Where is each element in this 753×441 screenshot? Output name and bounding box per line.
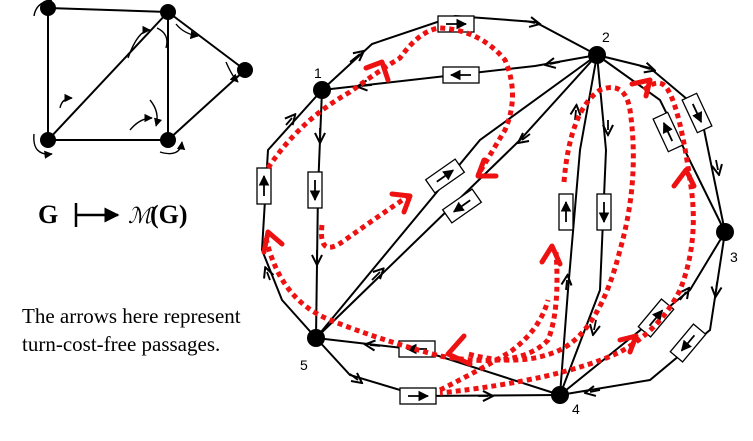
turn-arrow bbox=[129, 113, 153, 131]
arc-edge bbox=[559, 231, 726, 396]
passage-box bbox=[307, 171, 323, 209]
turn-arrow bbox=[149, 99, 163, 127]
red-arrowhead bbox=[389, 191, 413, 215]
passage-box bbox=[681, 92, 713, 134]
g-vertex bbox=[160, 4, 176, 20]
passage-box bbox=[437, 15, 475, 33]
red-arrowhead bbox=[617, 333, 639, 355]
red-arrowhead bbox=[445, 333, 473, 367]
vertex-5 bbox=[307, 329, 325, 347]
map-script-m: ℳ bbox=[128, 204, 155, 229]
graph-g-label: G bbox=[38, 200, 58, 229]
vertex-label-1: 1 bbox=[314, 65, 322, 81]
caption-line-2: turn-cost-free passages. bbox=[22, 332, 220, 356]
passage-box bbox=[256, 167, 272, 205]
red-arrowhead bbox=[261, 229, 285, 255]
arc-edge bbox=[596, 54, 726, 233]
turn-arrow bbox=[175, 23, 199, 40]
vertex-label-5: 5 bbox=[300, 357, 308, 373]
vertex-label-4: 4 bbox=[572, 401, 580, 417]
arc-edge bbox=[559, 231, 726, 396]
g-edge bbox=[167, 11, 246, 71]
arc-edge bbox=[315, 89, 323, 339]
g-vertex bbox=[40, 132, 56, 148]
arc-edge bbox=[315, 337, 561, 398]
mapping-label: G ℳ (G) bbox=[38, 200, 188, 229]
vertex-2 bbox=[588, 46, 606, 64]
g-vertex bbox=[40, 0, 56, 16]
g-vertex bbox=[237, 62, 253, 78]
small-graph-g bbox=[33, 0, 253, 159]
red-passage-path bbox=[439, 80, 696, 396]
arc-edge bbox=[315, 54, 598, 339]
caption-line-1: The arrows here represent bbox=[22, 304, 241, 328]
turn-arrow bbox=[156, 27, 168, 49]
red-arrowhead bbox=[363, 59, 391, 83]
red-passage-path bbox=[263, 237, 560, 363]
passage-box bbox=[399, 387, 437, 405]
turn-arrow bbox=[59, 93, 73, 109]
red-arrowhead bbox=[475, 157, 499, 179]
medial-graph-edges bbox=[260, 14, 726, 398]
red-arrowhead bbox=[671, 167, 697, 189]
g-edge bbox=[47, 11, 169, 141]
arc-edge bbox=[321, 54, 598, 91]
vertex-label-3: 3 bbox=[730, 249, 738, 265]
red-passage-path bbox=[467, 85, 636, 363]
map-g-label: (G) bbox=[150, 200, 188, 229]
g-edge bbox=[47, 7, 169, 13]
vertex-label-2: 2 bbox=[602, 29, 610, 45]
red-arrowhead bbox=[539, 243, 563, 267]
passage-box bbox=[441, 188, 483, 224]
arc-edge bbox=[315, 54, 598, 339]
red-arrowhead bbox=[629, 77, 653, 99]
passage-box bbox=[596, 193, 612, 231]
arc-edge bbox=[260, 89, 323, 339]
medial-graph-vertices bbox=[307, 46, 734, 404]
g-vertex bbox=[160, 132, 176, 148]
passage-box bbox=[652, 111, 684, 153]
turn-arrow bbox=[225, 61, 239, 83]
red-passage-path bbox=[438, 299, 551, 393]
passage-box bbox=[669, 323, 707, 363]
passage-box bbox=[558, 193, 574, 231]
arc-edge bbox=[315, 337, 561, 396]
turn-arrow bbox=[159, 141, 186, 155]
vertex-1 bbox=[313, 81, 331, 99]
turn-arrow bbox=[33, 133, 53, 159]
passage-boxes bbox=[256, 15, 713, 405]
red-passage-path bbox=[265, 25, 515, 177]
turn-arrow bbox=[127, 25, 151, 59]
vertex-3 bbox=[716, 223, 734, 241]
passage-box bbox=[442, 66, 480, 84]
g-edge bbox=[167, 69, 246, 141]
red-passage-path bbox=[318, 192, 412, 250]
passage-box bbox=[637, 298, 675, 338]
passage-box bbox=[424, 158, 466, 194]
vertex-4 bbox=[551, 386, 569, 404]
red-passages bbox=[261, 25, 697, 396]
